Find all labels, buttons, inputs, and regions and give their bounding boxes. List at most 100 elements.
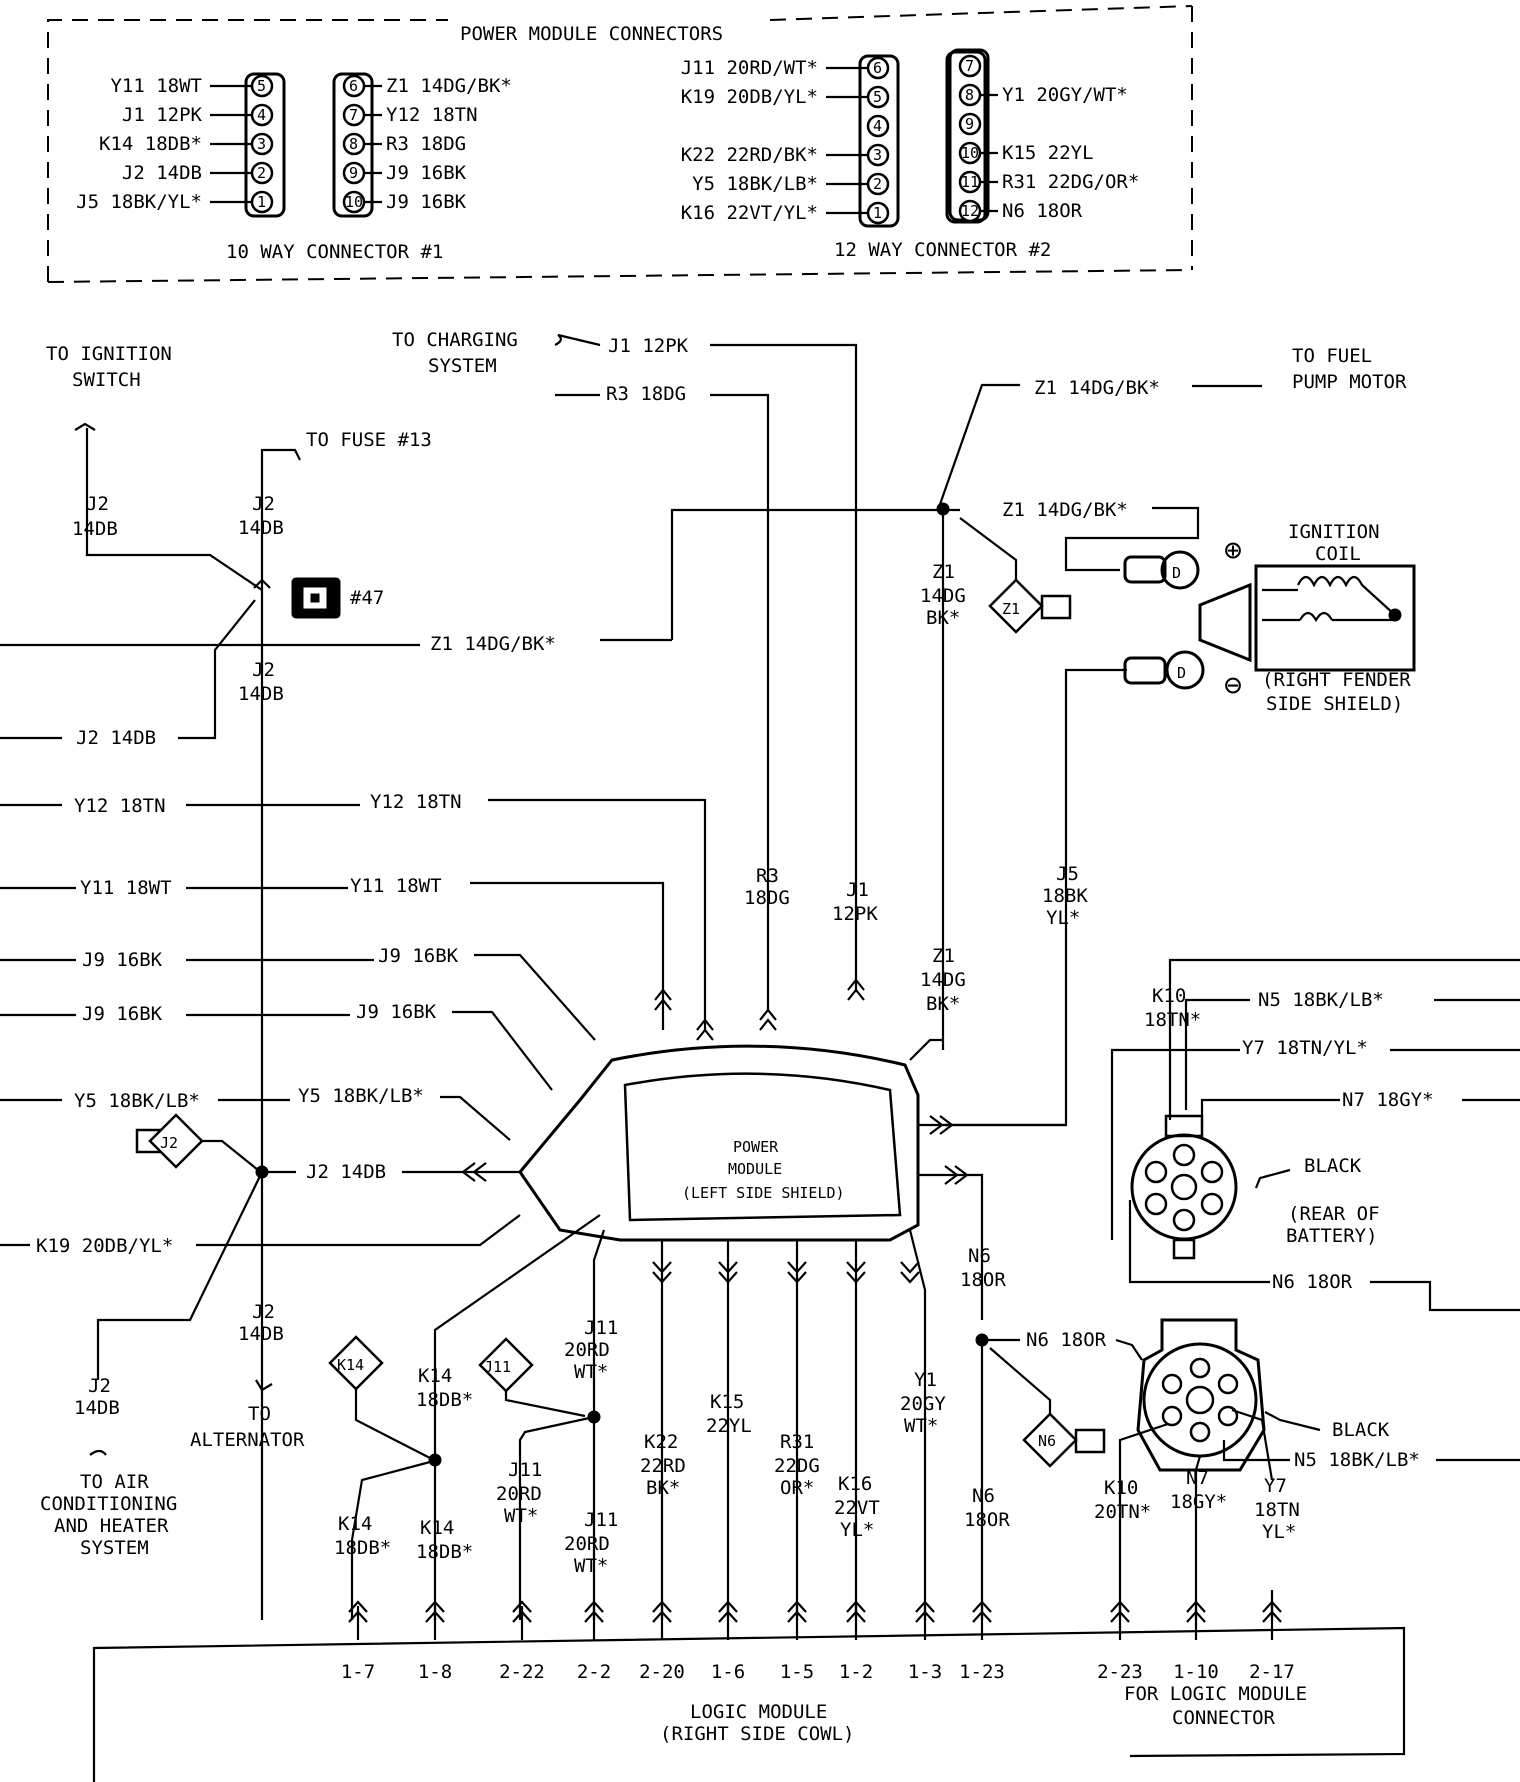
connector-pin-number: 8 — [349, 135, 358, 153]
wire-label-y12-left: Y12 18TN — [74, 795, 166, 817]
logic-pin-label: 1-5 — [780, 1661, 814, 1683]
to-ac-label-4: SYSTEM — [80, 1537, 149, 1559]
splice-z1-label: Z1 — [1002, 600, 1020, 618]
wire-label-n7b: N7 — [1186, 1467, 1209, 1489]
logic-module-label: LOGIC MODULE — [690, 1701, 827, 1723]
connector-pin-number: 6 — [349, 77, 358, 95]
coil-terminal-2: D — [1177, 664, 1186, 682]
wire-label-y11-mid: Y11 18WT — [350, 875, 442, 897]
wire-label-y5-left: Y5 18BK/LB* — [74, 1090, 200, 1112]
to-fuse-label: TO FUSE #13 — [306, 429, 432, 451]
connector-wire-label: J1 12PK — [122, 104, 203, 126]
logic-pin-label: 2-23 — [1097, 1661, 1143, 1683]
wire-label-y11-left: Y11 18WT — [80, 877, 172, 899]
wire-label-k16-3: YL* — [840, 1519, 874, 1541]
connector-pin-number: 1 — [873, 204, 882, 222]
wire-label-j2-e-2: 14DB — [238, 1323, 284, 1345]
splice-n6: N6 — [1022, 1412, 1106, 1468]
wire-label-r31-3: OR* — [780, 1477, 814, 1499]
wire-label-j2-b-2: 14DB — [238, 517, 284, 539]
wire-label-j2-left: J2 14DB — [76, 727, 156, 749]
connector1-label: 10 WAY CONNECTOR #1 — [226, 241, 443, 263]
connector-pin — [958, 54, 982, 78]
wire-label-j9a-left: J9 16BK — [82, 949, 163, 971]
wire-label-j2-d-2: 14DB — [74, 1397, 120, 1419]
wire-label-n6-right: N6 18OR — [1272, 1271, 1353, 1293]
connector-pin-number: 7 — [349, 106, 358, 124]
wire-label-k14c-2: 18DB* — [416, 1541, 473, 1563]
to-ac-label: TO AIR — [80, 1471, 149, 1493]
wire-label-r31: R31 — [780, 1431, 814, 1453]
power-module-label: POWER — [733, 1138, 779, 1156]
wire-label-j11a-3: WT* — [574, 1361, 608, 1383]
to-alternator-label: TO — [248, 1403, 271, 1425]
wire-label-z1v-2: 14DG — [920, 585, 966, 607]
black-label-1: BLACK — [1304, 1155, 1362, 1177]
wire-label-k10: K10 — [1152, 985, 1186, 1007]
wire-label-j9b-mid: J9 16BK — [356, 1001, 437, 1023]
logic-pin-label: 1-10 — [1173, 1661, 1219, 1683]
wire-label-z1-fuel: Z1 14DG/BK* — [1034, 377, 1160, 399]
connector-wire-label: Y11 18WT — [110, 75, 202, 97]
connector-pin-number: 8 — [965, 86, 974, 104]
wire-label-k16: K16 — [838, 1473, 872, 1495]
connector-pin-number: 4 — [257, 106, 266, 124]
wire-label-r3-top: R3 18DG — [606, 383, 686, 405]
to-fuel-label-2: PUMP MOTOR — [1292, 371, 1407, 393]
connector-pin-number: 5 — [873, 88, 882, 106]
connector-arrow — [900, 1261, 920, 1284]
wire-label-n6v: N6 — [968, 1245, 991, 1267]
wire-label-z1v-3: BK* — [926, 607, 960, 629]
to-fuel-label: TO FUEL — [1292, 345, 1372, 367]
connector-wire-label: J5 18BK/YL* — [76, 191, 202, 213]
connector-pin-number: 10 — [345, 193, 363, 211]
wire-label-j1v-2: 12PK — [832, 903, 878, 925]
black-label-2: BLACK — [1332, 1419, 1390, 1441]
wire-label-j11b-3: WT* — [504, 1505, 538, 1527]
wire-label-j11b-2: 20RD — [496, 1483, 542, 1505]
to-charging-label: TO CHARGING — [392, 329, 518, 351]
wire-label-k10b-2: 20TN* — [1094, 1501, 1151, 1523]
logic-pin-label: 2-2 — [577, 1661, 611, 1683]
wire-label-r31-2: 22DG — [774, 1455, 820, 1477]
wire-label-n5b: N5 18BK/LB* — [1294, 1449, 1420, 1471]
wire-label-n5: N5 18BK/LB* — [1258, 989, 1384, 1011]
wire-label-y1-2: 20GY — [900, 1393, 946, 1415]
wire-label-n6-splice: N6 18OR — [1026, 1329, 1107, 1351]
wire-label-j9b-left: J9 16BK — [82, 1003, 163, 1025]
logic-module-label-2: (RIGHT SIDE COWL) — [660, 1723, 854, 1745]
fender-label-2: SIDE SHIELD) — [1266, 693, 1403, 715]
logic-pin-label: 1-6 — [711, 1661, 745, 1683]
splice-z1: Z1 — [988, 578, 1072, 634]
connector-wire-label: J2 14DB — [122, 162, 202, 184]
splice-47-label: #47 — [350, 587, 384, 609]
wire-label-j2-pm: J2 14DB — [306, 1161, 386, 1183]
wire-label-r3v: R3 — [756, 865, 779, 887]
wire-label-n6v-2: 18OR — [960, 1269, 1006, 1291]
logic-pin-label: 1-2 — [839, 1661, 873, 1683]
splice-j2: J2 — [135, 1113, 204, 1169]
connector-pin-number: 2 — [257, 164, 266, 182]
wire-label-j2-a: J2 — [86, 493, 109, 515]
connector-arrow — [652, 1261, 672, 1284]
wire-label-j1v: J1 — [846, 879, 869, 901]
battery-connector — [1130, 1114, 1238, 1260]
wire-label-k15: K15 — [710, 1391, 744, 1413]
wire-label-j2-a-2: 14DB — [72, 518, 118, 540]
wire-label-z1v2-3: BK* — [926, 993, 960, 1015]
connector-pin-number: 7 — [965, 57, 974, 75]
wire-label-y1-3: WT* — [904, 1415, 938, 1437]
connector-wire-label: K14 18DB* — [99, 133, 202, 155]
wire-label-k19: K19 20DB/YL* — [36, 1235, 173, 1257]
ignition-coil-label-2: COIL — [1315, 543, 1361, 565]
wire-label-j2-d: J2 — [88, 1375, 111, 1397]
wire-label-y7b-2: 18TN — [1254, 1499, 1300, 1521]
